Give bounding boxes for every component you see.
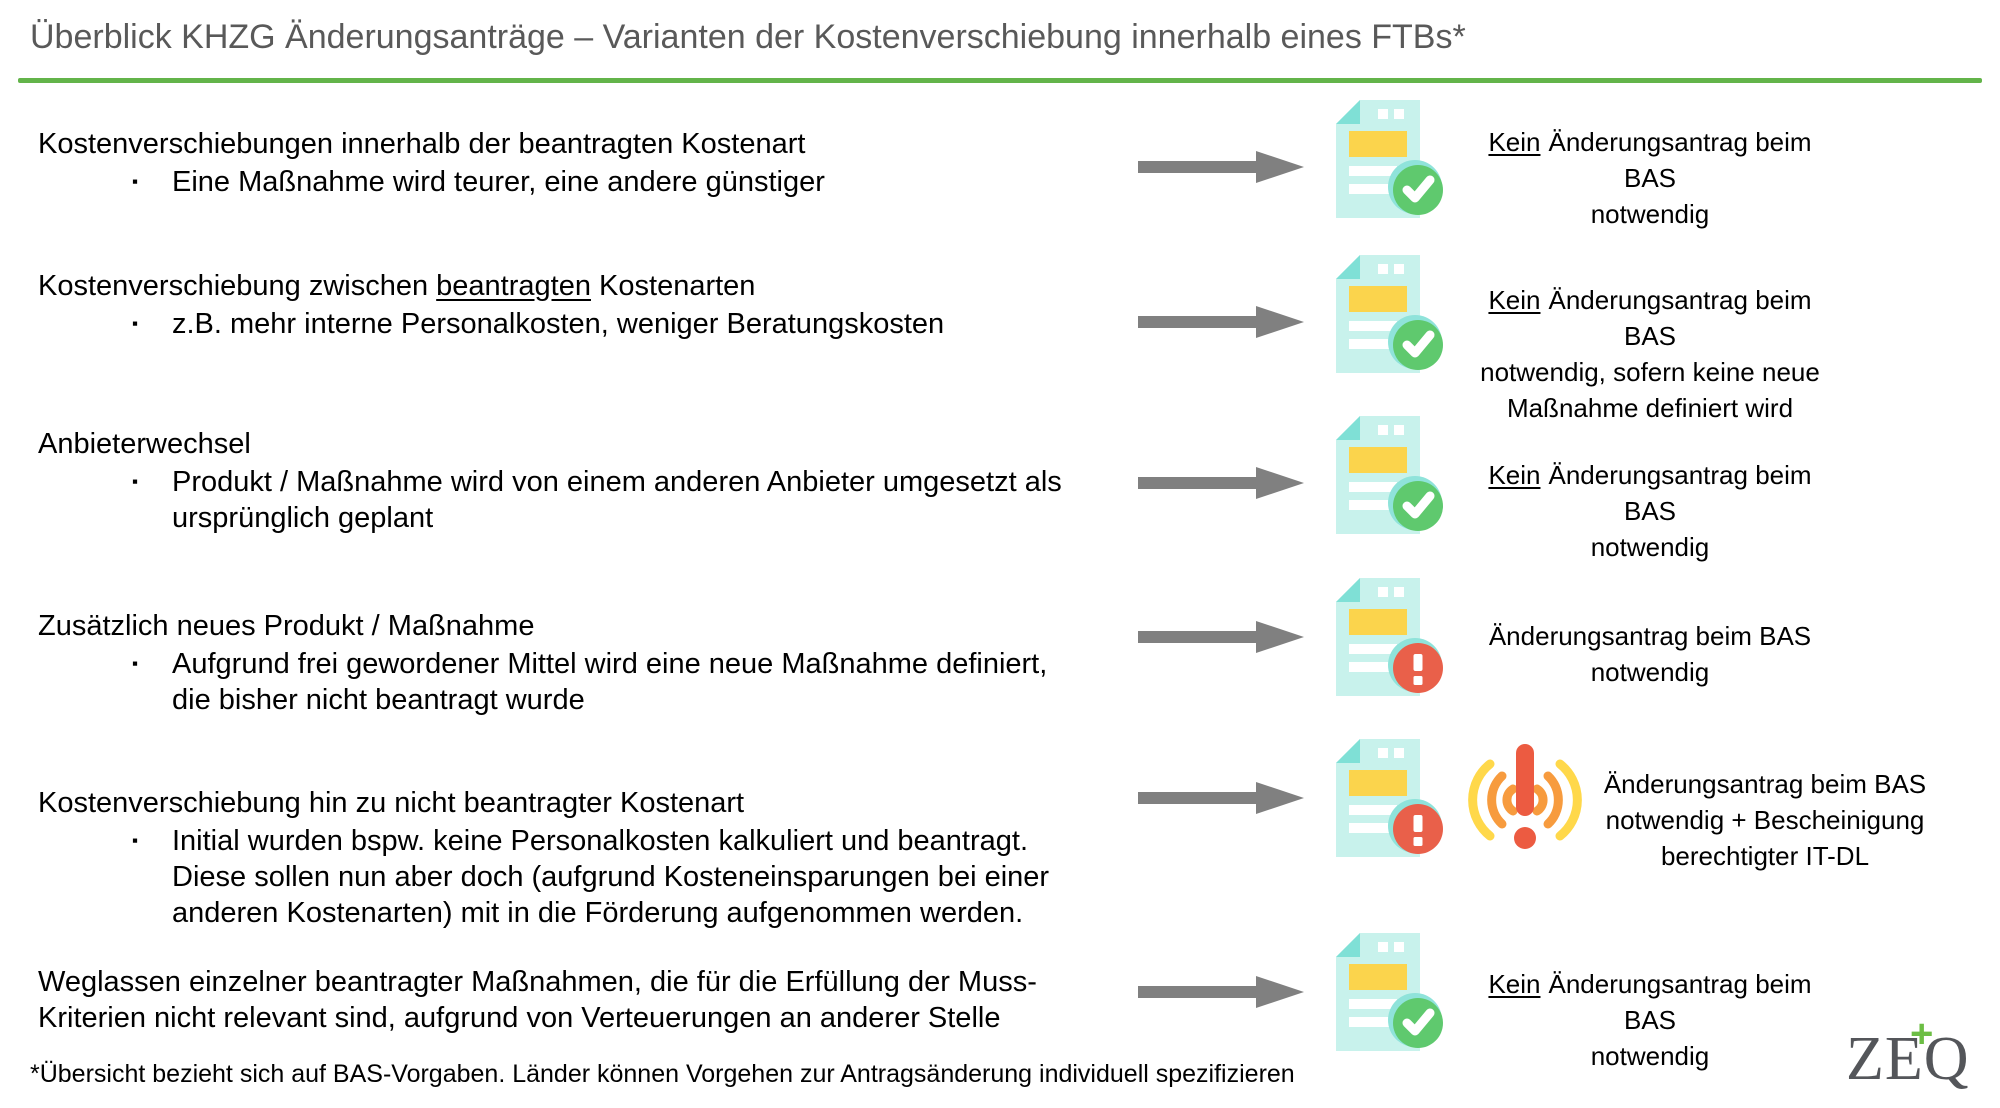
variant-heading: Kriterien nicht relevant sind, aufgrund … bbox=[38, 1002, 1001, 1034]
arrow-right-icon bbox=[1138, 782, 1304, 814]
arrow-right-icon bbox=[1138, 151, 1304, 183]
document-check-icon bbox=[1336, 933, 1443, 1051]
result-text: Änderungsantrag beim BAS notwendig bbox=[1488, 621, 1812, 687]
title-divider bbox=[18, 78, 1982, 83]
square-bullet-icon: ▪ bbox=[132, 314, 139, 333]
document-check-icon bbox=[1336, 255, 1443, 373]
arrow-right-icon bbox=[1138, 621, 1304, 653]
footnote: *Übersicht bezieht sich auf BAS-Vorgaben… bbox=[30, 1060, 1295, 1088]
bullet-text: Produkt / Maßnahme wird von einem andere… bbox=[172, 466, 1062, 498]
kein-underline: Kein bbox=[1488, 285, 1541, 315]
bullet-text: die bisher nicht beantragt wurde bbox=[172, 684, 585, 716]
bullet-text: Initial wurden bspw. keine Personalkoste… bbox=[172, 825, 1029, 857]
variant-heading: Zusätzlich neues Produkt / Maßnahme bbox=[38, 610, 535, 642]
bullet-text: Diese sollen nun aber doch (aufgrund Kos… bbox=[172, 861, 1050, 893]
arrow-right-icon bbox=[1138, 976, 1304, 1008]
variant-heading: Anbieterwechsel bbox=[38, 428, 251, 460]
bullet-text: Aufgrund frei gewordener Mittel wird ein… bbox=[172, 648, 1048, 680]
bullet-text: ursprünglich geplant bbox=[172, 502, 434, 534]
square-bullet-icon: ▪ bbox=[132, 172, 139, 191]
bullet-text: anderen Kostenarten) mit in die Förderun… bbox=[172, 897, 1024, 929]
kein-underline: Kein bbox=[1488, 969, 1541, 999]
arrow-right-icon bbox=[1138, 306, 1304, 338]
document-check-icon bbox=[1336, 416, 1443, 534]
alarm-exclamation-icon bbox=[1468, 744, 1582, 849]
variant-heading: Kostenverschiebung zwischen beantragten … bbox=[38, 270, 756, 302]
document-alert-icon bbox=[1336, 578, 1443, 696]
result-text: Änderungsantrag beim BAS notwendig + Bes… bbox=[1603, 769, 1927, 871]
kein-underline: Kein bbox=[1488, 127, 1541, 157]
square-bullet-icon: ▪ bbox=[132, 472, 139, 491]
square-bullet-icon: ▪ bbox=[132, 654, 139, 673]
document-check-icon bbox=[1336, 100, 1443, 218]
zeq-logo: + ZEQ bbox=[1846, 1012, 1996, 1104]
variant-heading: Weglassen einzelner beantragter Maßnahme… bbox=[38, 966, 1037, 998]
document-alert-icon bbox=[1336, 739, 1443, 857]
kein-underline: Kein bbox=[1488, 460, 1541, 490]
logo-plus-icon: + bbox=[1910, 1012, 1934, 1056]
bullet-text: z.B. mehr interne Personalkosten, wenige… bbox=[172, 308, 945, 340]
variant-heading: Kostenverschiebungen innerhalb der beant… bbox=[38, 128, 806, 160]
logo-text: ZEQ bbox=[1846, 1025, 1970, 1093]
arrow-right-icon bbox=[1138, 467, 1304, 499]
bullet-text: Eine Maßnahme wird teurer, eine andere g… bbox=[172, 166, 825, 198]
variant-heading: Kostenverschiebung hin zu nicht beantrag… bbox=[38, 787, 745, 819]
square-bullet-icon: ▪ bbox=[132, 831, 139, 850]
slide-title: Überblick KHZG Änderungsanträge – Varian… bbox=[30, 18, 1466, 56]
